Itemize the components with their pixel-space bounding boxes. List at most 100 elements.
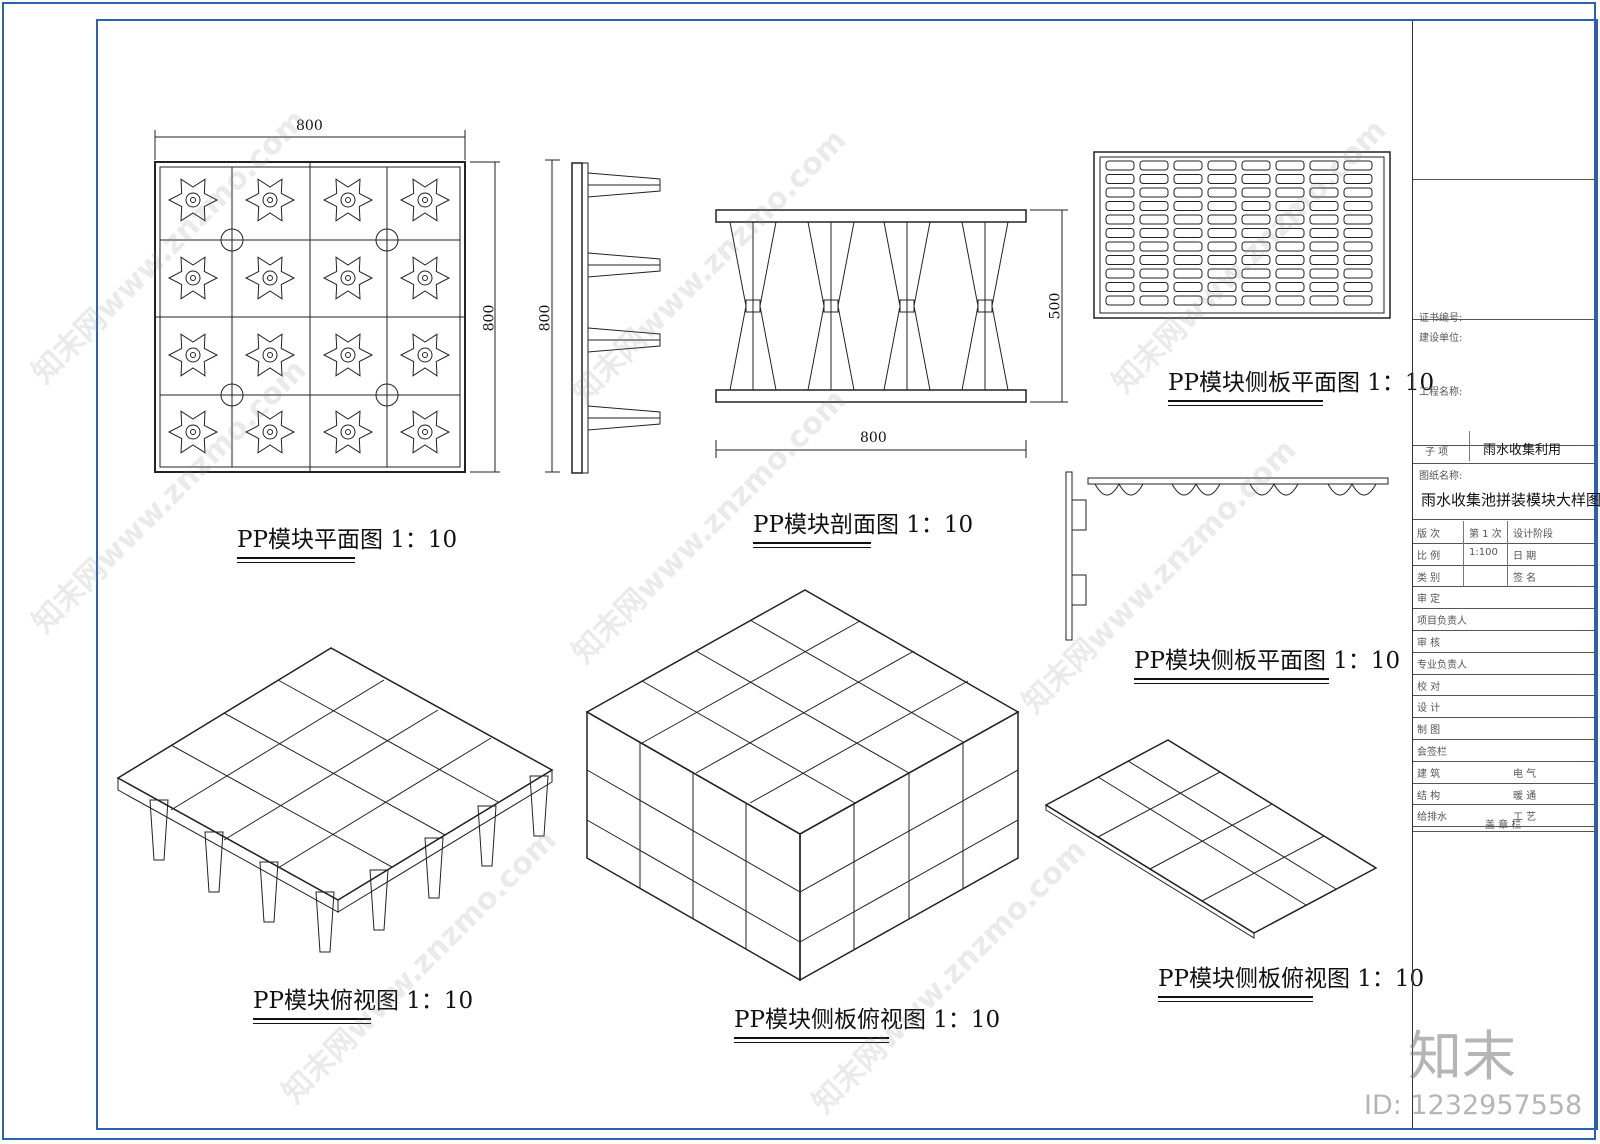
panel-slot <box>1309 295 1339 306</box>
side-panel-edge-drawing <box>1065 471 1389 641</box>
panel-slot <box>1241 228 1271 238</box>
panel-slot <box>1275 160 1305 171</box>
tb-row-label: 建 筑 <box>1417 768 1441 780</box>
hub-hole <box>262 424 278 440</box>
drawing-name-value: 雨水收集池拼装模块大样图 <box>1421 491 1600 509</box>
panel-slot <box>1275 241 1305 252</box>
side-panel-plan-drawing <box>1093 151 1391 319</box>
caption-top-view: PP模块俯视图 1：10 <box>253 988 473 1024</box>
hub-star <box>167 333 219 377</box>
drawing-name-label: 图纸名称: <box>1419 471 1463 482</box>
profile-view-drawing <box>545 159 661 474</box>
panel-slot <box>1105 268 1135 279</box>
hub-star <box>399 256 451 300</box>
panel-slot <box>1173 282 1203 292</box>
panel-bump <box>1327 482 1377 496</box>
panel-slot <box>1241 268 1271 279</box>
panel-slot <box>1139 201 1169 211</box>
panel-slot <box>1309 282 1339 292</box>
tb-row-label: 审 核 <box>1417 638 1441 649</box>
hub-star <box>399 178 451 222</box>
tb-row-label: 类 别 <box>1417 572 1441 584</box>
leg-prong <box>587 327 661 353</box>
panel-slot <box>1105 174 1135 184</box>
panel-slot <box>1309 241 1339 252</box>
panel-slot <box>1275 255 1305 265</box>
tb-row-label: 项目负责人 <box>1417 616 1467 628</box>
panel-slot <box>1275 295 1305 306</box>
panel-slot <box>1343 268 1373 279</box>
hub-star <box>244 410 296 454</box>
panel-slot <box>1343 201 1373 211</box>
panel-slot <box>1343 295 1373 306</box>
hub-center <box>267 275 273 281</box>
panel-slot <box>1105 160 1135 171</box>
watermark-logo: 知末 <box>1408 1025 1516 1088</box>
panel-slot <box>1139 268 1169 279</box>
panel-slot <box>1343 282 1373 292</box>
hub-star <box>322 333 374 377</box>
panel-slot <box>1241 187 1271 198</box>
hub-center <box>267 429 273 435</box>
tb-row-label2: 工 艺 <box>1513 812 1537 824</box>
hub-hole <box>340 192 356 208</box>
panel-slot <box>1309 228 1339 238</box>
panel-slot <box>1241 282 1271 292</box>
leg-prong <box>587 252 661 278</box>
panel-slot <box>1139 295 1169 306</box>
hub-center <box>345 352 351 358</box>
panel-slot <box>1173 228 1203 238</box>
hub-star <box>167 178 219 222</box>
hub-hole <box>417 424 433 440</box>
tb-row-label: 审 定 <box>1417 594 1441 606</box>
panel-slot <box>1275 214 1305 225</box>
panel-slot <box>1139 160 1169 171</box>
hub-hole <box>417 347 433 363</box>
hub-center <box>267 197 273 203</box>
title-block: 证书编号: 建设单位: 工程名称: 子 项 雨水收集利用 图纸名称: 雨水收集池… <box>1412 21 1600 1128</box>
tb-row-label: 制 图 <box>1417 725 1441 737</box>
caption-side-top-view-right: PP模块侧板俯视图 1：10 <box>1158 966 1424 1002</box>
isometric-top-view-drawing <box>116 647 554 953</box>
hub-hole <box>262 192 278 208</box>
hub-star <box>399 333 451 377</box>
project-label: 工程名称: <box>1419 387 1463 398</box>
panel-slot <box>1207 295 1237 306</box>
isometric-side-panel-drawing <box>1044 739 1378 939</box>
hub-center <box>345 429 351 435</box>
module-leg <box>315 891 335 953</box>
hub-center <box>267 352 273 358</box>
panel-bump <box>1249 482 1299 496</box>
panel-slot <box>1343 228 1373 238</box>
tb-row-label2: 电 气 <box>1513 768 1537 780</box>
hub-hole <box>340 424 356 440</box>
caption-side-plan-top: PP模块侧板平面图 1：10 <box>1168 370 1434 406</box>
tb-row-label: 结 构 <box>1417 790 1441 802</box>
module-leg <box>149 799 169 861</box>
hub-star <box>322 256 374 300</box>
hub-center <box>422 197 428 203</box>
panel-slot <box>1309 255 1339 265</box>
sub-item-value: 雨水收集利用 <box>1483 443 1562 458</box>
tb-row-label2: 暖 通 <box>1513 790 1537 802</box>
panel-slot <box>1241 174 1271 184</box>
panel-slot <box>1275 228 1305 238</box>
module-leg <box>477 805 497 867</box>
panel-slot <box>1173 187 1203 198</box>
hub-center <box>190 197 196 203</box>
tb-row-label: 比 例 <box>1417 550 1441 562</box>
hub-center <box>345 197 351 203</box>
panel-slot <box>1343 160 1373 171</box>
panel-slot <box>1173 174 1203 184</box>
module-leg <box>424 837 444 899</box>
panel-slot <box>1139 187 1169 198</box>
panel-slot <box>1275 282 1305 292</box>
panel-slot <box>1173 255 1203 265</box>
panel-slot <box>1207 255 1237 265</box>
hub-hole <box>340 270 356 286</box>
panel-slot <box>1173 241 1203 252</box>
caption-side-plan-bottom: PP模块侧板平面图 1：10 <box>1134 648 1400 684</box>
panel-slot <box>1241 160 1271 171</box>
